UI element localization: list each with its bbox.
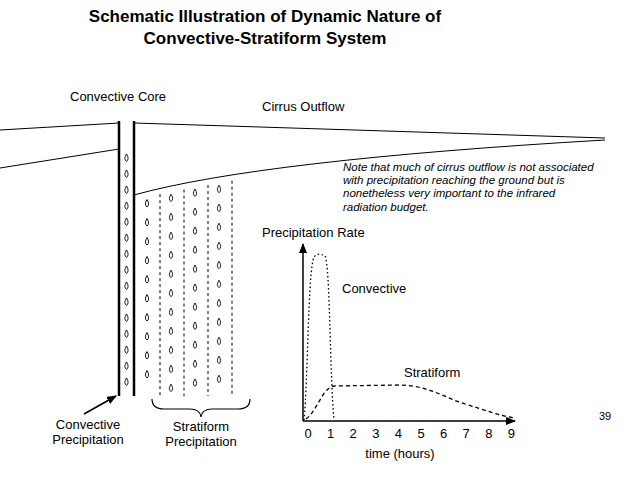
raindrop (193, 189, 196, 197)
raindrop (125, 378, 128, 386)
tick-label: 4 (388, 427, 408, 442)
raindrop (217, 223, 220, 231)
tick-label: 1 (321, 427, 341, 442)
core-wall (133, 121, 136, 396)
axis-title: Precipitation Rate (262, 226, 392, 241)
outflow-label: Cirrus Outflow (262, 100, 382, 115)
note-text: Note that much of cirrus outflow is not … (343, 161, 601, 214)
curve-label: Stratiform (404, 366, 494, 381)
precip-label: Convective Precipitation (38, 418, 138, 448)
raindrop (169, 232, 172, 240)
tick-label: 5 (411, 427, 431, 442)
raindrop (125, 186, 128, 194)
raindrop (145, 333, 148, 341)
raindrop (217, 375, 220, 383)
tick-label: 8 (479, 427, 499, 442)
raindrop (193, 246, 196, 254)
raindrop (169, 384, 172, 392)
raindrop (145, 257, 148, 265)
rain-streak (184, 190, 185, 396)
raindrop (169, 289, 172, 297)
raindrop (169, 251, 172, 259)
x-axis (303, 420, 515, 422)
raindrop (217, 299, 220, 307)
tick-label: 6 (434, 427, 454, 442)
raindrop (145, 295, 148, 303)
raindrop (217, 242, 220, 250)
raindrop (193, 379, 196, 387)
raindrop (169, 346, 172, 354)
rain-streak (208, 185, 209, 396)
raindrop (193, 322, 196, 330)
raindrop (125, 202, 128, 210)
raindrop (217, 204, 220, 212)
raindrop (169, 365, 172, 373)
raindrops (125, 154, 232, 396)
pointer-arrow (84, 396, 116, 414)
raindrop (125, 250, 128, 258)
raindrop (169, 194, 172, 202)
raindrop (145, 276, 148, 284)
raindrop (217, 337, 220, 345)
raindrop (193, 284, 196, 292)
raindrop (193, 341, 196, 349)
raindrop (125, 282, 128, 290)
tick-label: 2 (343, 427, 363, 442)
raindrop (217, 261, 220, 269)
raindrop (145, 314, 148, 322)
raindrop (125, 298, 128, 306)
raindrop (125, 154, 128, 162)
title: Schematic Illustration of Dynamic Nature… (70, 6, 460, 50)
raindrop (125, 234, 128, 242)
raindrop (125, 218, 128, 226)
anvil-top (134, 123, 605, 138)
raindrop (169, 308, 172, 316)
bracket (152, 399, 250, 417)
rain-streak (160, 194, 161, 396)
raindrop (169, 270, 172, 278)
anvil-bottom (0, 149, 119, 168)
raindrop (125, 362, 128, 370)
raindrop (217, 318, 220, 326)
y-axis (302, 244, 304, 421)
raindrop (125, 170, 128, 178)
raindrop (193, 360, 196, 368)
tick-label: 0 (298, 427, 318, 442)
raindrop (125, 314, 128, 322)
raindrop (193, 303, 196, 311)
core-wall (118, 121, 121, 396)
raindrop (169, 213, 172, 221)
raindrop (217, 280, 220, 288)
rain-streak (232, 181, 233, 396)
raindrop (193, 227, 196, 235)
tick-label: 7 (456, 427, 476, 442)
raindrop (125, 266, 128, 274)
tick-label: 9 (501, 427, 521, 442)
raindrop (125, 330, 128, 338)
raindrop (145, 238, 148, 246)
axis-title: time (hours) (345, 447, 455, 462)
tick-label: 3 (366, 427, 386, 442)
curve-label: Convective (342, 282, 432, 297)
raindrop (217, 356, 220, 364)
raindrop (145, 352, 148, 360)
raindrop (193, 265, 196, 273)
raindrop (169, 327, 172, 335)
page-number: 39 (590, 410, 620, 423)
raindrop (193, 208, 196, 216)
raindrop (145, 371, 148, 379)
precip-label: Stratiform Precipitation (150, 420, 252, 450)
convective-curve (304, 254, 334, 420)
raindrop (145, 219, 148, 227)
raindrop (145, 200, 148, 208)
raindrop (125, 346, 128, 354)
stratiform-curve (306, 385, 515, 419)
raindrop (217, 185, 220, 193)
anvil-top (0, 123, 119, 130)
core-label: Convective Core (70, 90, 190, 105)
